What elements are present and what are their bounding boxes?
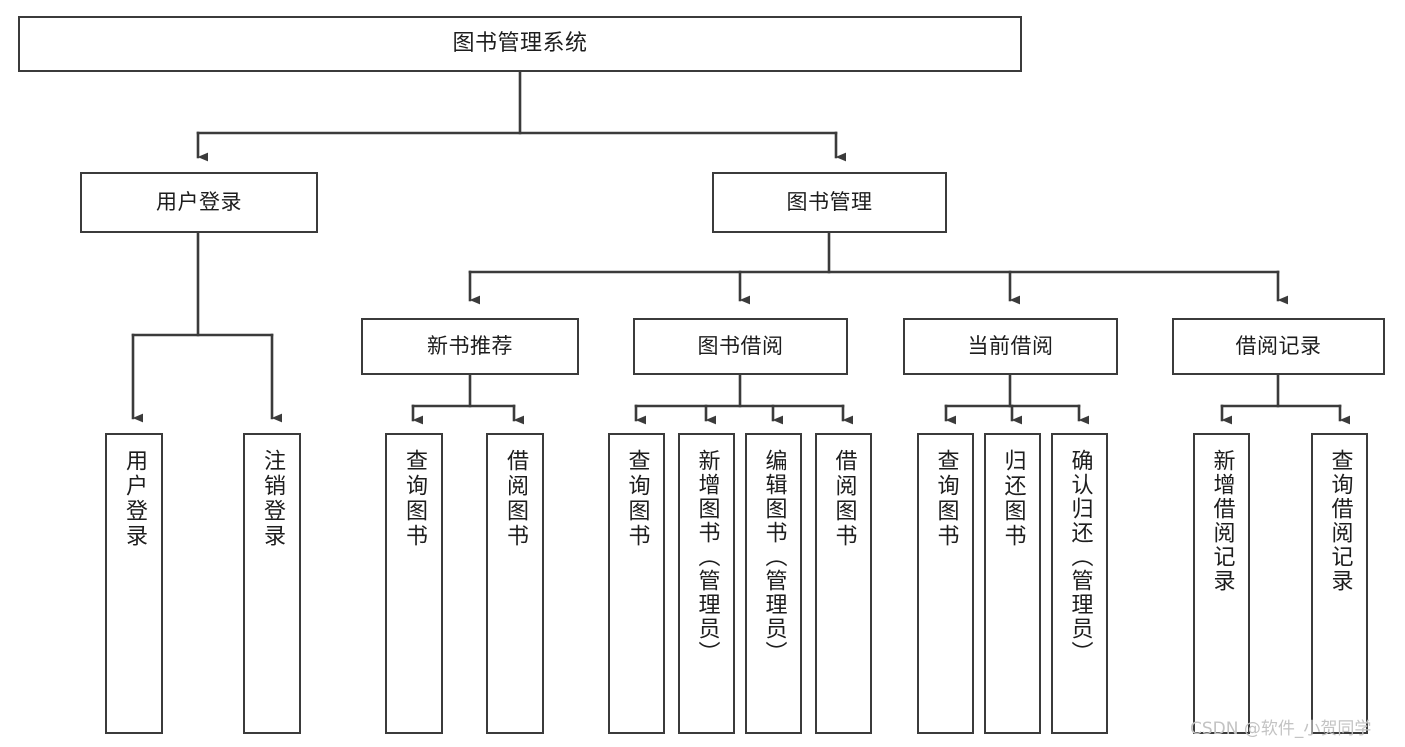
node-label: 图书管理 — [786, 190, 873, 215]
leaf-user-login[interactable]: 用户登录 — [105, 433, 163, 734]
node-label: 查询图书 — [933, 449, 959, 549]
node-label: 新书推荐 — [427, 334, 513, 359]
node-book-management[interactable]: 图书管理 — [712, 172, 947, 233]
leaf-borrow-book-recommend[interactable]: 借阅图书 — [486, 433, 544, 734]
node-new-book-recommendation[interactable]: 新书推荐 — [361, 318, 579, 375]
node-label: 查询图书 — [402, 449, 427, 549]
node-borrow-record[interactable]: 借阅记录 — [1172, 318, 1385, 375]
node-label: 借阅图书 — [503, 449, 528, 549]
node-label: 用户登录 — [156, 190, 242, 215]
node-label: 归还图书 — [1000, 449, 1026, 549]
node-label: 图书管理系统 — [452, 31, 588, 57]
leaf-add-book-admin[interactable]: 新增图书（管理员） — [678, 433, 735, 734]
node-label: 新增图书（管理员） — [694, 449, 720, 665]
node-label: 借阅图书 — [831, 449, 857, 549]
leaf-return-book[interactable]: 归还图书 — [984, 433, 1041, 734]
node-label: 用户登录 — [122, 449, 147, 549]
node-label: 注销登录 — [260, 449, 285, 549]
leaf-query-book-borrow[interactable]: 查询图书 — [608, 433, 665, 734]
node-label: 查询图书 — [624, 449, 650, 549]
node-label: 借阅记录 — [1235, 334, 1322, 359]
node-label: 查询借阅记录 — [1327, 449, 1353, 593]
node-label: 图书借阅 — [697, 334, 784, 359]
leaf-confirm-return-admin[interactable]: 确认归还（管理员） — [1051, 433, 1108, 734]
leaf-query-borrow-record[interactable]: 查询借阅记录 — [1311, 433, 1368, 734]
node-user-login[interactable]: 用户登录 — [80, 172, 318, 233]
leaf-query-book-recommend[interactable]: 查询图书 — [385, 433, 443, 734]
node-label: 确认归还（管理员） — [1067, 449, 1093, 665]
leaf-query-book-current[interactable]: 查询图书 — [917, 433, 974, 734]
node-label: 当前借阅 — [967, 334, 1054, 359]
node-current-borrowing[interactable]: 当前借阅 — [903, 318, 1118, 375]
node-label: 编辑图书（管理员） — [761, 449, 787, 665]
leaf-logout-login[interactable]: 注销登录 — [243, 433, 301, 734]
leaf-edit-book-admin[interactable]: 编辑图书（管理员） — [745, 433, 802, 734]
csdn-watermark: CSDN @软件_小贺同学 — [1190, 719, 1372, 739]
leaf-borrow-book[interactable]: 借阅图书 — [815, 433, 872, 734]
node-label: 新增借阅记录 — [1209, 449, 1235, 593]
leaf-add-borrow-record[interactable]: 新增借阅记录 — [1193, 433, 1250, 734]
node-root-library-management-system[interactable]: 图书管理系统 — [18, 16, 1022, 72]
node-book-borrowing[interactable]: 图书借阅 — [633, 318, 848, 375]
